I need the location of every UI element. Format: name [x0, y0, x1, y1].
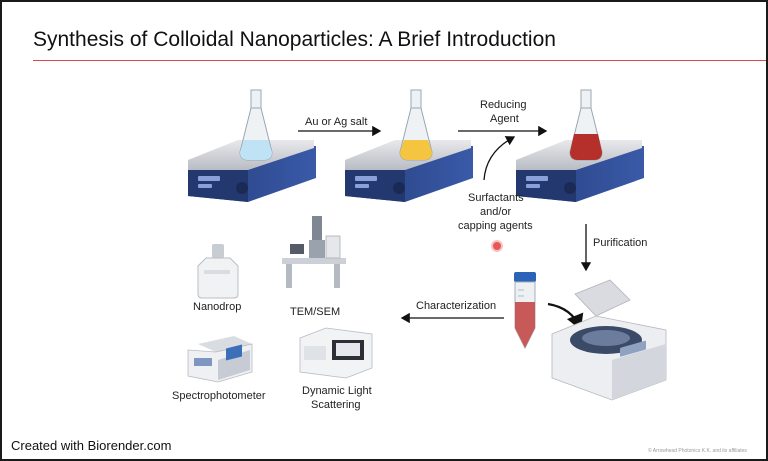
footer-attribution: Created with Biorender.com	[11, 438, 172, 453]
label-tem-sem: TEM/SEM	[290, 306, 341, 318]
label-scattering: Scattering	[311, 399, 361, 411]
flask-3	[569, 89, 603, 161]
centrifuge	[551, 279, 667, 401]
stirrer-1	[188, 140, 316, 202]
title-divider	[33, 60, 766, 61]
label-spectrophotometer: Spectrophotometer	[172, 390, 266, 402]
flask-1	[239, 89, 273, 161]
label-agent: Agent	[490, 113, 519, 125]
pointer-indicator	[493, 242, 501, 250]
label-capping-agents: capping agents	[458, 220, 533, 232]
yellow-solution	[400, 140, 432, 160]
tem-sem	[282, 216, 346, 288]
blue-solution	[240, 140, 272, 160]
dls-instrument	[299, 327, 373, 379]
label-purification: Purification	[593, 237, 648, 249]
label-characterization: Characterization	[416, 300, 497, 312]
label-reducing: Reducing	[480, 99, 527, 111]
label-and-or: and/or	[480, 206, 512, 218]
flask-2	[399, 89, 433, 161]
nanodrop	[197, 244, 239, 299]
centrifuge-tube	[514, 272, 536, 350]
label-surfactants: Surfactants	[468, 192, 524, 204]
label-au-ag-salt: Au or Ag salt	[305, 116, 368, 128]
image-credit: © Arrowhead Photonics K.K. and its affil…	[648, 448, 747, 454]
red-solution	[570, 134, 602, 160]
slide-title: Synthesis of Colloidal Nanoparticles: A …	[33, 28, 556, 51]
arrow-surfactants	[483, 136, 516, 181]
label-nanodrop: Nanodrop	[193, 301, 242, 313]
spectrophotometer	[187, 336, 253, 383]
label-dynamic-light: Dynamic Light	[302, 385, 372, 397]
